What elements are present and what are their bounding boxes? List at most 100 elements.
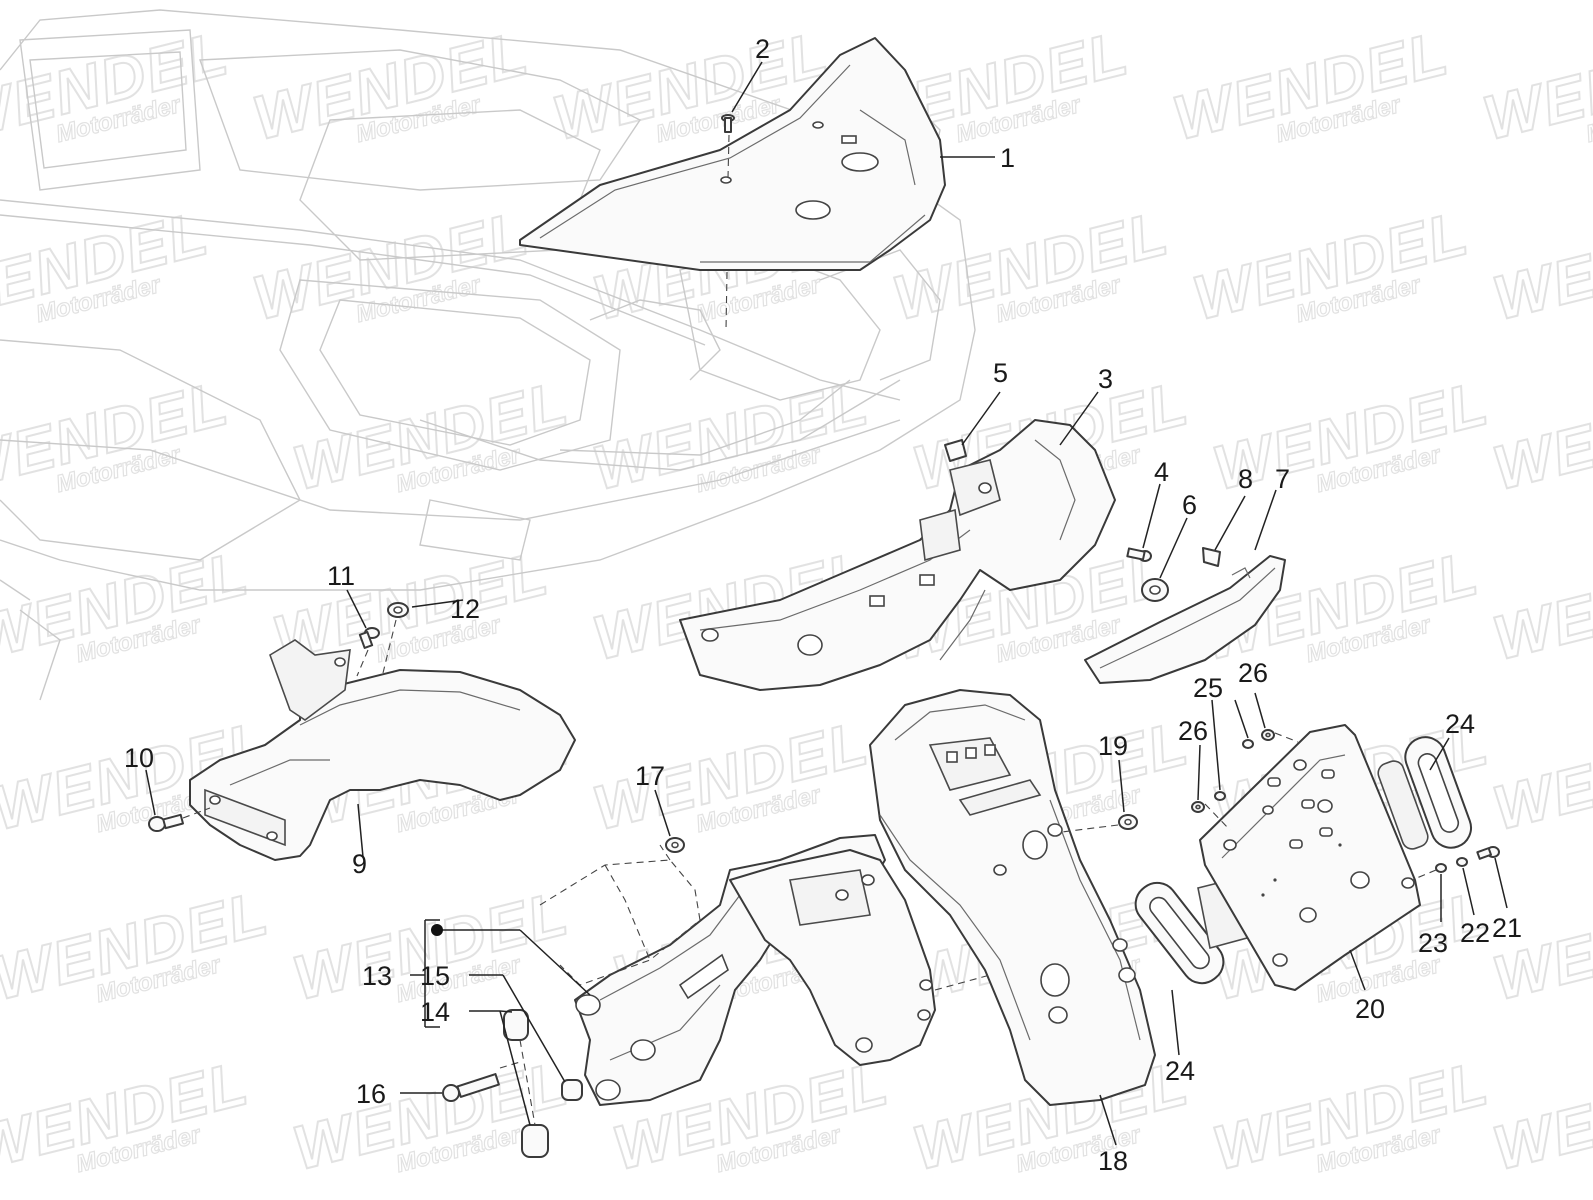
watermark-brand: WENDEL: [1487, 879, 1593, 1014]
watermark-brand: WENDEL: [1487, 709, 1593, 844]
part-17-nut: [665, 837, 685, 853]
bracket-reference-dashed: [539, 844, 701, 986]
part-16-bolt: [442, 1073, 500, 1102]
callout-16: 16: [356, 1079, 386, 1109]
part-7-rear-reflector: [1084, 555, 1286, 684]
callout-23: 23: [1418, 928, 1448, 958]
dash-10: [182, 807, 211, 819]
part-24-ring-upper: [1404, 736, 1472, 849]
watermark-brand: WENDEL: [1487, 369, 1593, 504]
callout-26a: 26: [1178, 716, 1208, 746]
part-22-washer: [1456, 857, 1468, 867]
callout-18: 18: [1098, 1146, 1128, 1176]
part-11-screw: [358, 627, 380, 649]
callout-15: 15: [420, 961, 450, 991]
callout-22: 22: [1460, 918, 1490, 948]
callout-14: 14: [420, 997, 450, 1027]
scooter-body-outline: [0, 9, 976, 701]
callout-21: 21: [1492, 913, 1522, 943]
part-12-clip: [387, 602, 409, 618]
dash-19: [1061, 824, 1119, 833]
callout-20: 20: [1355, 994, 1385, 1024]
part-21-screw: [1476, 846, 1500, 860]
callout-10: 10: [124, 743, 154, 773]
part-9-mudguard: [189, 639, 576, 861]
part-4-screw: [1126, 547, 1152, 562]
part-20-license-plate-holder: [1197, 724, 1421, 991]
dash-16: [499, 1061, 521, 1069]
callout-24b: 24: [1445, 709, 1475, 739]
part-14-spacer-upper: [503, 1009, 529, 1041]
callout-labels: 1 2 3 4 5 6 7 8 9 10 11 12 13 14 15 16 1…: [124, 34, 1522, 1176]
dash-21: [1411, 869, 1437, 881]
part-14-spacer-lower: [521, 1124, 549, 1158]
part-25-washer-a: [1214, 791, 1226, 801]
dash-14: [519, 1039, 536, 1126]
callout-25: 25: [1193, 673, 1223, 703]
part-26-washer-b: [1261, 729, 1275, 741]
callout-6: 6: [1182, 490, 1197, 520]
dash-26b: [1274, 732, 1299, 743]
dash-18: [934, 974, 991, 991]
callout-26b: 26: [1238, 658, 1268, 688]
callout-2: 2: [755, 34, 770, 64]
watermark-brand: WENDEL: [1477, 19, 1593, 154]
part-23-washer: [1435, 863, 1447, 873]
callout-1: 1: [1000, 143, 1015, 173]
dash-26a: [1204, 803, 1231, 831]
callout-9: 9: [352, 849, 367, 879]
callout-13: 13: [362, 961, 392, 991]
part-26-washer-a: [1191, 801, 1205, 813]
part-13-hugger-section: [729, 849, 936, 1066]
dash-11: [356, 649, 369, 677]
part-19-nut: [1118, 814, 1138, 830]
callout-3: 3: [1098, 364, 1113, 394]
callout-12: 12: [450, 594, 480, 624]
part-25-washer-b: [1242, 739, 1254, 749]
leader-lines: [145, 61, 1508, 1146]
callout-17: 17: [635, 761, 665, 791]
dash-1: [725, 271, 728, 331]
part-24-ring-lower: [1134, 881, 1225, 985]
part-18-rear-hugger: [869, 689, 1156, 1106]
callout-5: 5: [993, 358, 1008, 388]
callout-4: 4: [1154, 457, 1169, 487]
dash-12: [382, 619, 397, 674]
part-10-screw: [148, 813, 184, 832]
callout-8: 8: [1238, 464, 1253, 494]
watermark-brand: WENDEL: [1487, 1049, 1593, 1184]
callout-7: 7: [1275, 464, 1290, 494]
part-2-screw: [721, 114, 735, 133]
part-6-grommet: [1141, 578, 1169, 602]
watermark-brand: WENDEL: [1487, 539, 1593, 674]
watermark-brand: WENDEL: [1487, 199, 1593, 334]
part-1-rear-cover: [519, 37, 946, 271]
part-8-clip: [1202, 547, 1221, 567]
part-5-clip: [944, 439, 967, 462]
callout-24a: 24: [1165, 1056, 1195, 1086]
part-15-bushing: [561, 1079, 583, 1101]
part-3-rear-bracket: [679, 419, 1116, 691]
part-24-lens: [1377, 760, 1429, 850]
callout-19: 19: [1098, 731, 1128, 761]
